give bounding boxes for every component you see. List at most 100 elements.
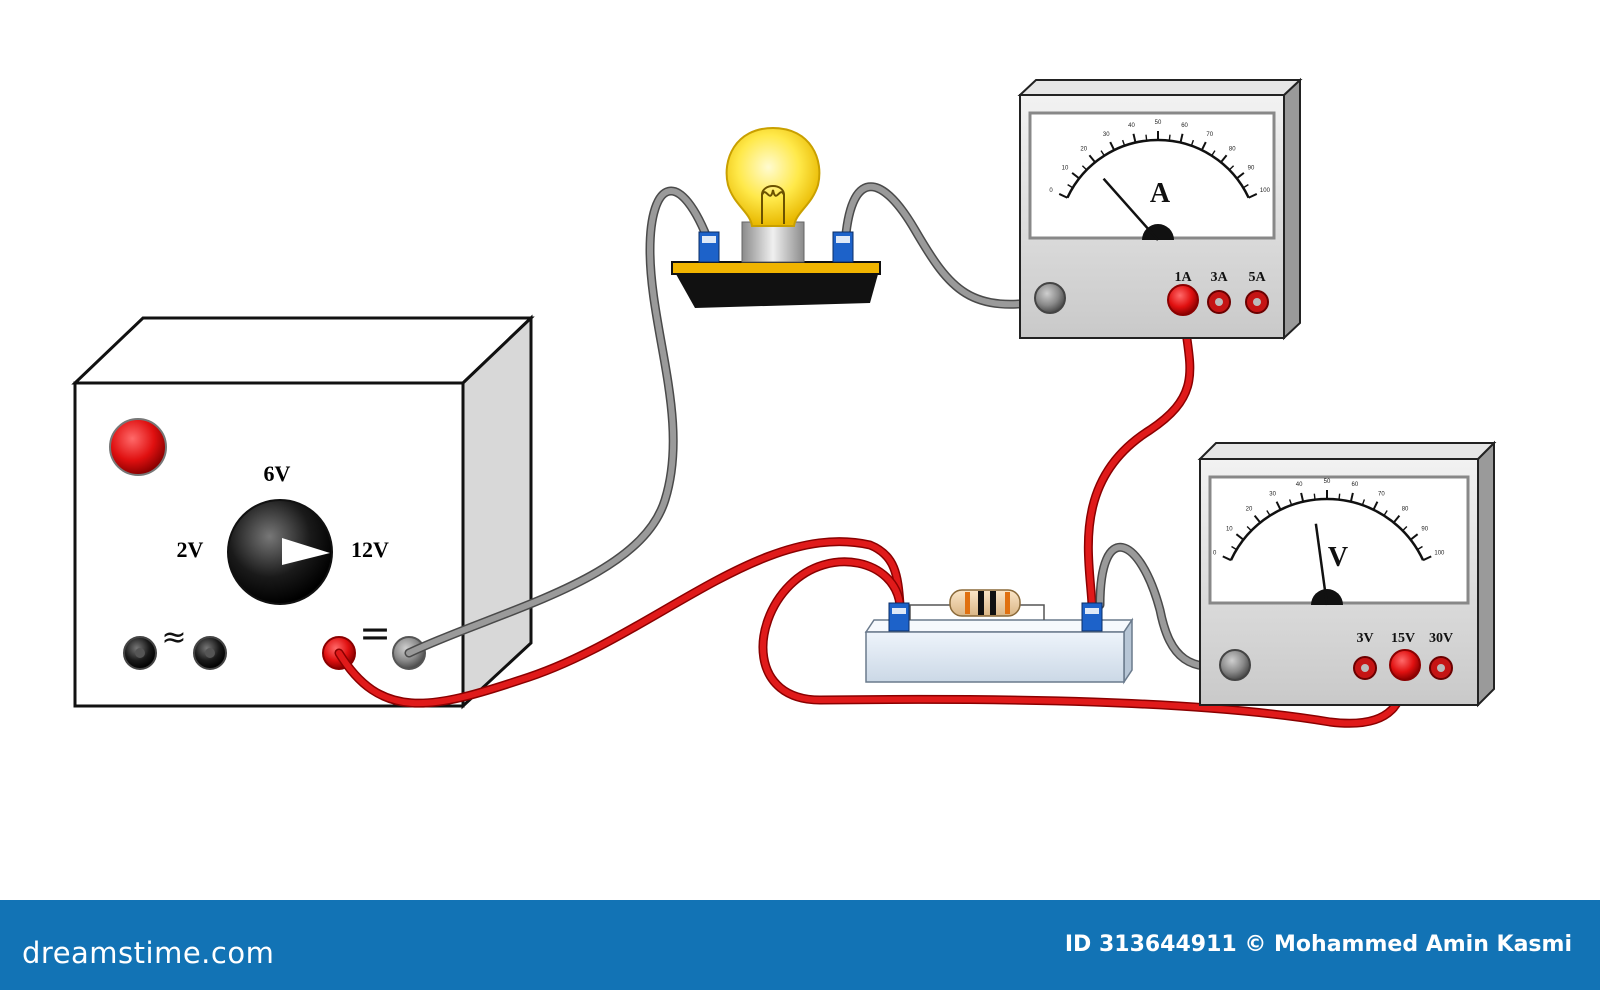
- scale-tick-label: 80: [1229, 146, 1236, 152]
- scale-tick-label: 10: [1226, 527, 1233, 533]
- voltmeter-range-label-30v: 30V: [1429, 631, 1453, 646]
- voltmeter-symbol: V: [1328, 542, 1348, 573]
- footer-bar: dreamstime.com ID 313644911 © Mohammed A…: [0, 900, 1600, 990]
- scale-tick: [1349, 492, 1354, 502]
- scale-tick-label: 60: [1181, 123, 1188, 129]
- scale-tick: [1058, 193, 1068, 199]
- footer-credit: ID 313644911 © Mohammed Amin Kasmi: [1064, 932, 1572, 957]
- scale-tick-label: 70: [1206, 132, 1213, 138]
- ammeter-5a-terminal-hole: [1253, 298, 1261, 306]
- scale-tick: [1338, 493, 1341, 500]
- ammeter-range-label-5a: 5A: [1248, 270, 1266, 285]
- scale-tick: [1132, 133, 1137, 143]
- scale-tick: [1246, 525, 1252, 532]
- voltage-label-12v: 12V: [351, 537, 389, 562]
- scale-tick-label: 90: [1248, 165, 1255, 171]
- wire-psu-to-lamp-core: [406, 188, 713, 656]
- selector-pointer: [282, 538, 330, 565]
- voltage-label-2v: 2V: [177, 537, 204, 562]
- lamp-assembly: [671, 126, 881, 308]
- resistor-terminal-right[interactable]: [1081, 602, 1103, 632]
- voltmeter-needle: [1314, 523, 1329, 606]
- scale-tick: [1145, 134, 1148, 141]
- scale-tick: [1211, 150, 1216, 157]
- ammeter-symbol: A: [1150, 178, 1171, 209]
- scale-tick-label: 60: [1352, 482, 1359, 488]
- scale-tick-label: 100: [1434, 551, 1445, 557]
- scale-tick: [1190, 139, 1195, 146]
- scale-tick-label: 70: [1378, 492, 1385, 498]
- resistor-band-4: [1005, 592, 1010, 614]
- scale-tick: [1071, 172, 1080, 180]
- resistor-board-base: [865, 631, 1125, 683]
- resistor-band-2: [978, 591, 984, 615]
- scale-tick: [1266, 510, 1271, 516]
- scale-tick: [1067, 184, 1074, 189]
- resistor-band-3: [990, 591, 996, 615]
- scale-tick-label: 50: [1155, 120, 1162, 126]
- power-supply-side-face: [461, 314, 533, 710]
- scale-tick: [1417, 545, 1423, 551]
- voltmeter-15v-terminal[interactable]: [1389, 649, 1421, 681]
- scale-tick-label: 30: [1269, 492, 1276, 498]
- scale-tick: [1236, 172, 1245, 180]
- scale-tick: [1372, 501, 1379, 511]
- lamp-terminal-right-ring: [836, 236, 850, 243]
- ammeter-range-label-3a: 3A: [1210, 270, 1228, 285]
- voltmeter-3v-terminal-hole: [1361, 664, 1369, 672]
- lamp-base-stripe: [671, 261, 881, 275]
- ammeter-top-face: [1017, 79, 1303, 96]
- ac-terminal-right-hole: [205, 648, 215, 658]
- footer-brand[interactable]: dreamstime.com: [22, 936, 275, 970]
- ammeter-common-terminal[interactable]: [1034, 282, 1066, 314]
- resistor-band-1: [965, 592, 970, 614]
- power-indicator-lamp[interactable]: [109, 418, 167, 476]
- wire-resistor-to-voltmeter-core: [760, 558, 1408, 727]
- voltmeter-top-face: [1197, 442, 1497, 460]
- dc-symbol: =: [359, 611, 391, 655]
- power-supply: 2V 6V 12V ≈ =: [71, 314, 535, 710]
- ammeter-dial-face: [1028, 111, 1276, 240]
- scale-tick-label: 0: [1213, 551, 1217, 557]
- scale-tick-label: 100: [1260, 188, 1271, 194]
- resistor-terminal-left[interactable]: [888, 602, 910, 632]
- scale-tick: [1200, 141, 1207, 151]
- resistor-terminal-right-ring: [1085, 608, 1099, 614]
- scale-tick: [1248, 193, 1258, 199]
- resistor-terminal-left-ring: [892, 608, 906, 614]
- scale-tick: [1228, 165, 1235, 171]
- scale-tick-label: 50: [1324, 479, 1331, 485]
- scale-tick: [1220, 154, 1228, 163]
- ammeter-1a-terminal[interactable]: [1167, 284, 1199, 316]
- scale-tick-label: 20: [1246, 507, 1253, 513]
- scale-tick: [1179, 133, 1184, 143]
- lamp-base: [672, 267, 880, 308]
- scale-tick: [1409, 533, 1419, 541]
- scale-tick-label: 30: [1103, 132, 1110, 138]
- lamp-socket: [741, 221, 805, 263]
- scale-tick: [1231, 545, 1237, 551]
- voltmeter-range-label-3v: 3V: [1356, 631, 1373, 646]
- scale-tick: [1275, 501, 1282, 511]
- voltage-selector-dial[interactable]: [227, 499, 333, 605]
- scale-tick: [1168, 134, 1171, 141]
- wire-lamp-to-ammeter-core: [842, 183, 1053, 308]
- resistor-board-side: [1123, 617, 1133, 685]
- scale-tick-label: 10: [1062, 165, 1069, 171]
- wire-psu-to-resistor-core: [336, 538, 903, 707]
- scale-arc: [1229, 497, 1425, 561]
- voltmeter-common-terminal[interactable]: [1219, 649, 1251, 681]
- scale-tick: [1361, 499, 1366, 506]
- scale-tick-label: 40: [1296, 482, 1303, 488]
- scale-tick: [1313, 493, 1316, 500]
- scale-tick: [1121, 139, 1126, 146]
- scale-tick: [1253, 514, 1262, 524]
- wire-resistor-to-voltmeter-common-core: [1097, 544, 1238, 670]
- ammeter-3a-terminal-hole: [1215, 298, 1223, 306]
- circuit-diagram: 2V 6V 12V ≈ =: [71, 77, 1497, 728]
- scale-tick: [1081, 165, 1088, 171]
- bulb-filament-coil: [761, 189, 785, 197]
- wire-ammeter-to-resistor-core: [1085, 297, 1193, 608]
